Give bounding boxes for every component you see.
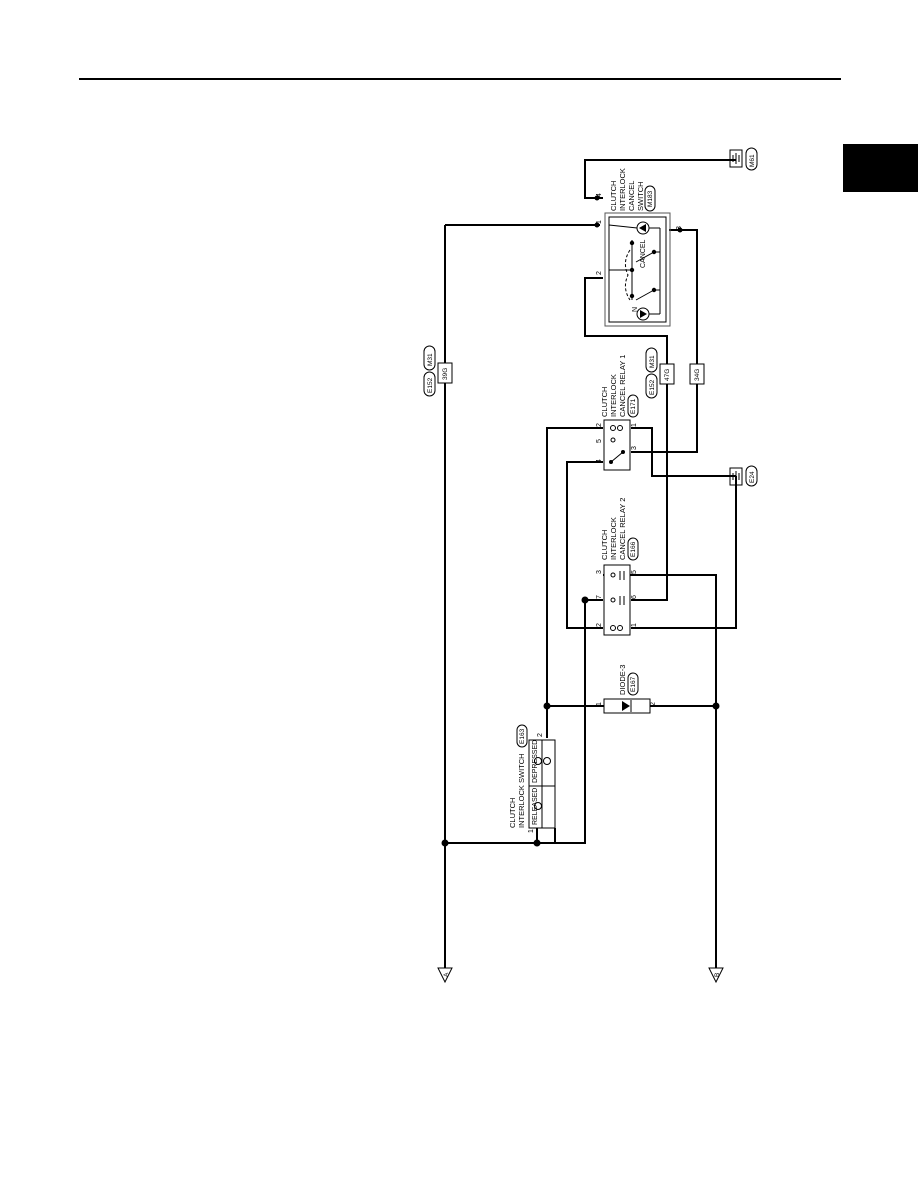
cancel-switch-pin-1: 1 [596,220,603,224]
interlock-switch-state-depressed: DEPRESSED [532,740,539,783]
cancel-switch-name-3: CANCEL [627,181,636,211]
cancel-switch-pin-4: 4 [596,193,603,197]
relay-2-pin-6: 6 [631,595,638,599]
interlock-switch-name-2: INTERLOCK SWITCH [517,753,526,828]
ground-m61 [729,149,743,168]
junction-39g-conn-a: E152 [427,377,434,393]
cancel-switch [594,195,683,327]
junction-34g [689,363,705,385]
cancel-switch-n-label: N [632,307,639,312]
diode-3-connector: E167 [630,676,637,692]
relay-1-pin-1: 1 [631,423,638,427]
interlock-switch-pin-2: 2 [537,733,544,737]
cancel-switch-connector: M183 [647,190,654,207]
cancel-switch-name-1: CLUTCH [609,181,618,211]
relay-2-pin-3: 3 [596,570,603,574]
junction-47g-conn-a: E152 [649,379,656,395]
offpage-a [437,967,453,984]
relay-2-name-3: CANCEL RELAY 2 [618,498,627,560]
ground-e24 [729,467,743,486]
relay-2-connector: E166 [630,541,637,557]
junction-39g-conn-b: M31 [427,353,434,366]
offpage-b-label: B [714,973,721,977]
interlock-switch-pin-1: 1 [528,829,535,833]
ground-e24-connector: E24 [749,471,756,483]
interlock-switch [528,739,556,829]
interlock-switch-connector: E163 [519,728,526,744]
junction-39g-pin: 39G [442,368,449,380]
junction-47g-conn-b: M31 [649,355,656,368]
relay-1-pin-5: 5 [596,439,603,443]
cancel-switch-name-2: INTERLOCK [618,168,627,211]
diode-3-pin-1: 1 [596,702,603,706]
diode-3 [603,698,651,714]
junction-47g-pin: 47G [664,369,671,381]
relay-2-name-2: INTERLOCK [609,517,618,560]
cancel-switch-pin-2: 2 [596,271,603,275]
header-rule [79,78,841,80]
relay-1-pin-4: 4 [596,459,603,463]
relay-1-pin-3: 3 [631,446,638,450]
relay-1-name-3: CANCEL RELAY 1 [618,355,627,417]
cancel-switch-name-4: SWITCH [636,181,645,211]
relay-2-pin-5: 5 [631,570,638,574]
junction-dots [441,596,720,847]
relay-2 [603,564,631,636]
ground-m61-connector: M61 [749,154,756,167]
interlock-switch-state-released: RELEASED [532,788,539,825]
junction-47g [659,363,675,385]
interlock-switch-name-1: CLUTCH [508,798,517,828]
relay-1-connector: E171 [630,398,637,414]
wires [444,159,737,968]
section-tab [843,144,918,192]
diode-3-pin-2: 2 [650,702,657,706]
relay-1-name-1: CLUTCH [600,387,609,417]
offpage-b [708,967,724,984]
cancel-switch-pin-3: 3 [676,226,683,230]
diode-3-name: DIODE-3 [618,665,627,695]
junction-39g [437,362,453,384]
relay-2-name-1: CLUTCH [600,530,609,560]
relay-1-name-2: INTERLOCK [609,374,618,417]
relay-2-pin-7: 7 [596,595,603,599]
junction-34g-pin: 34G [694,369,701,381]
cancel-switch-state-label: CANCEL [640,239,647,268]
relay-1-pin-2: 2 [596,423,603,427]
relay-2-pin-1: 1 [631,623,638,627]
relay-2-pin-2: 2 [596,623,603,627]
offpage-a-label: A [443,972,450,977]
relay-1 [603,419,631,471]
